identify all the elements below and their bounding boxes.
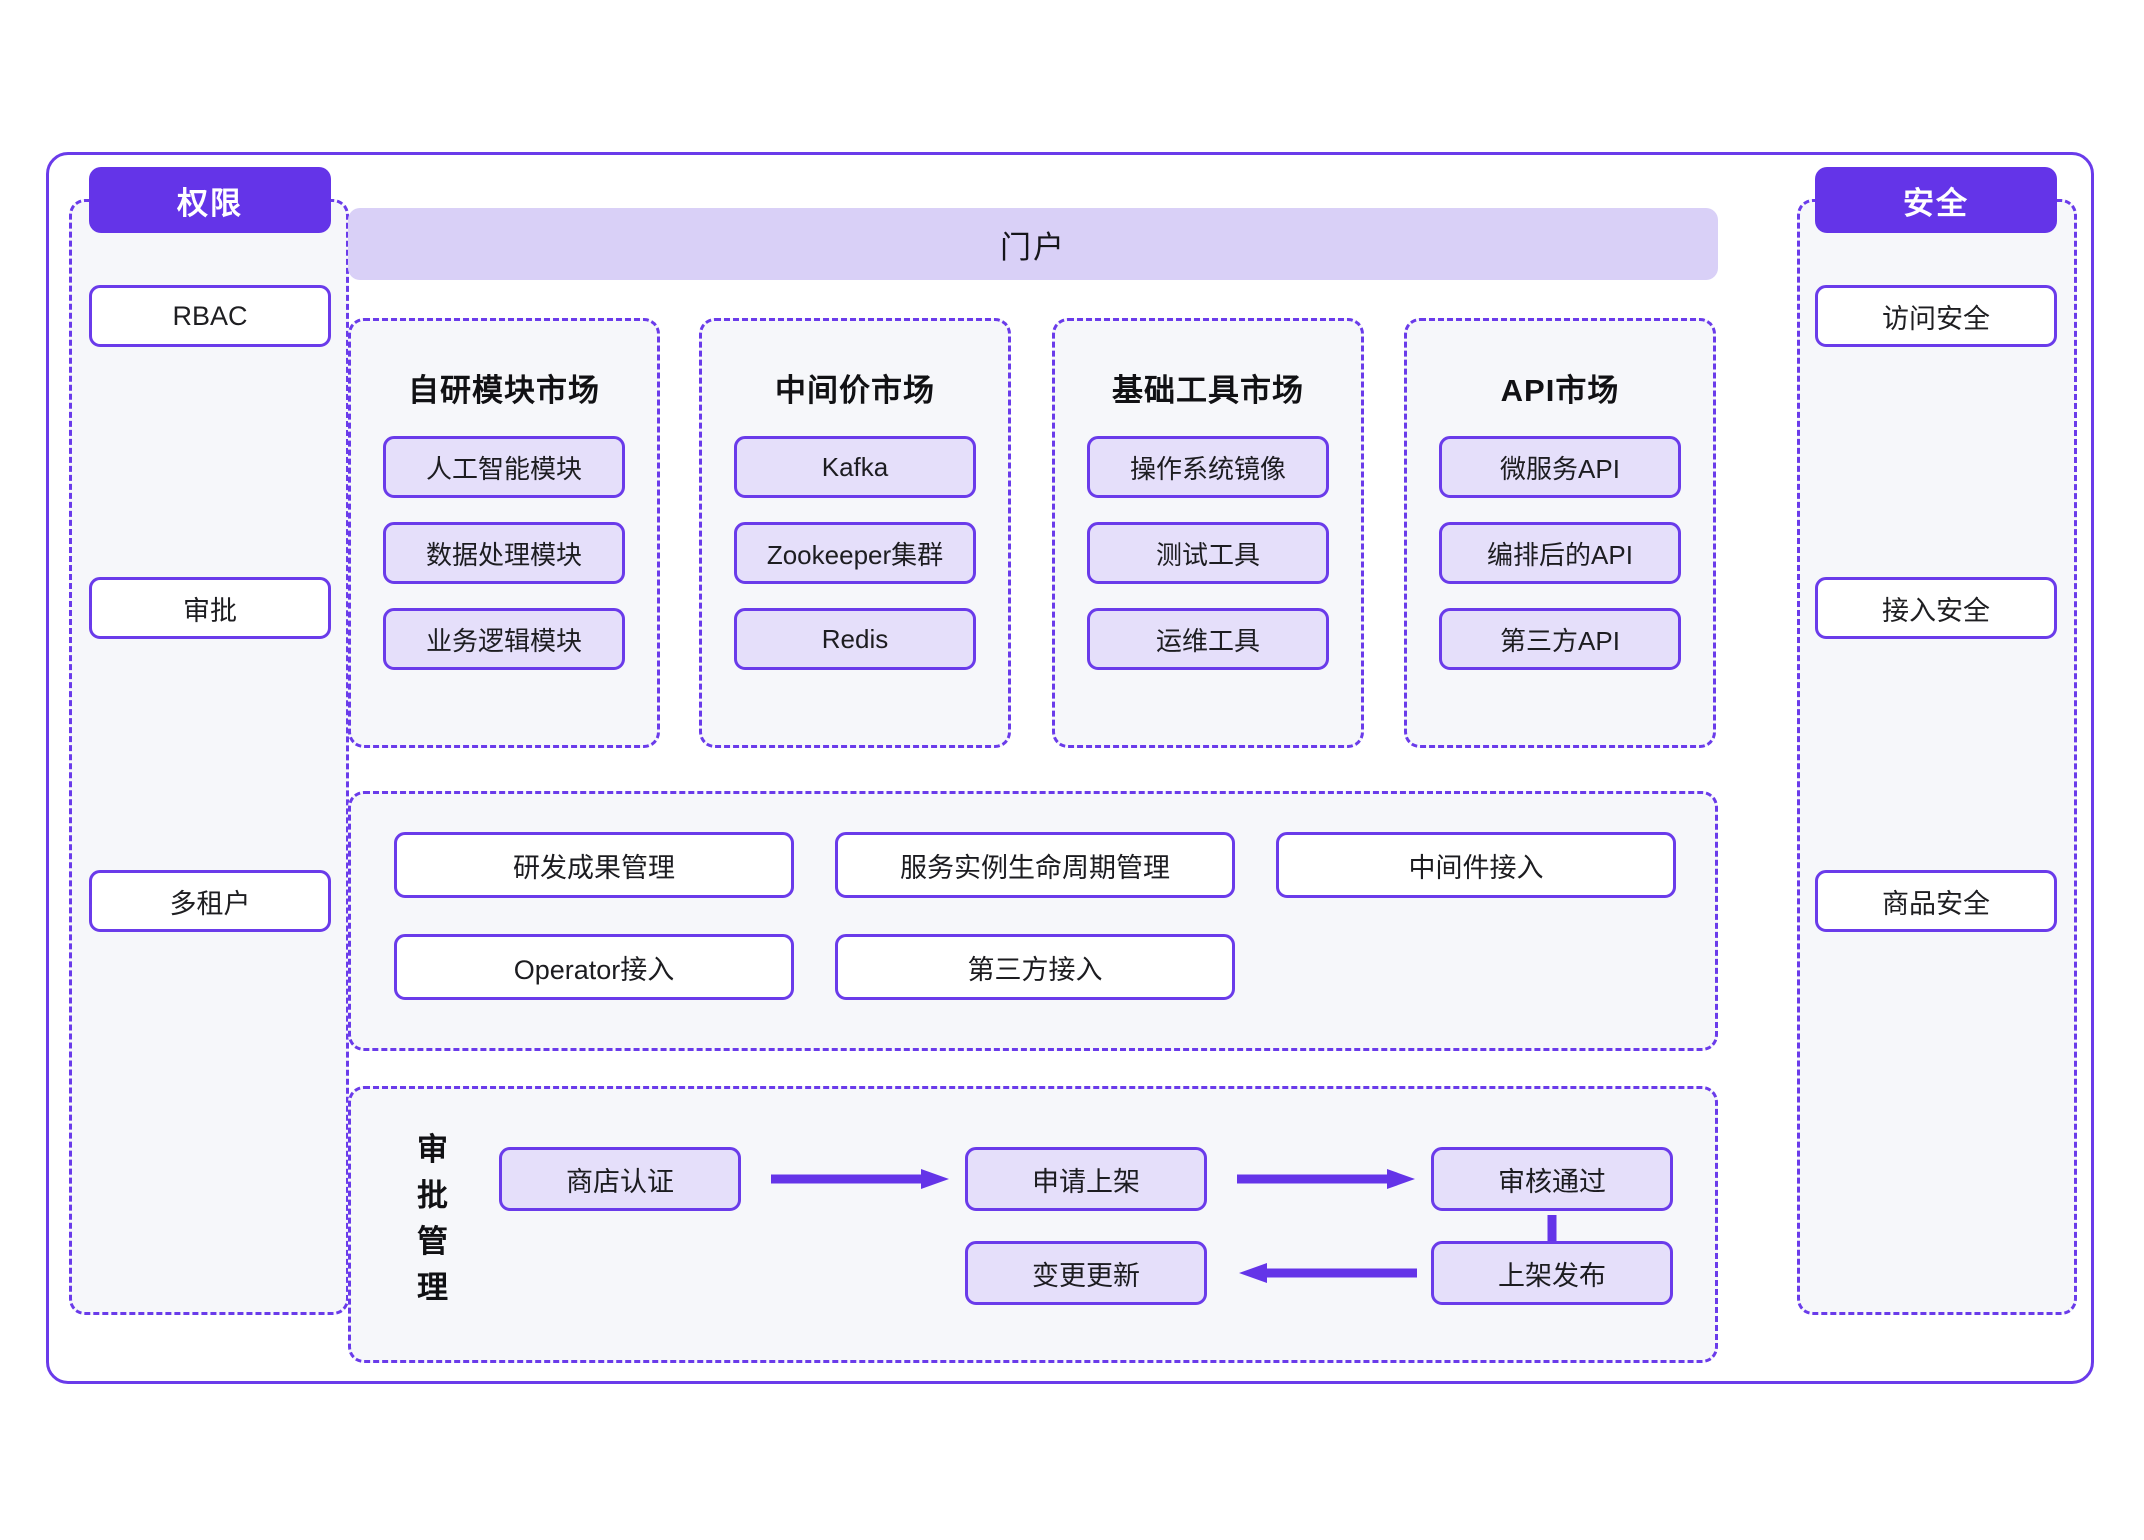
market-item[interactable]: 运维工具 [1087, 608, 1329, 670]
market-item-list: 微服务API 编排后的API 第三方API [1407, 436, 1713, 670]
market-item-list: 操作系统镜像 测试工具 运维工具 [1055, 436, 1361, 670]
market-item[interactable]: 操作系统镜像 [1087, 436, 1329, 498]
market-card-api: API市场 微服务API 编排后的API 第三方API [1404, 318, 1716, 748]
capability-service-lifecycle[interactable]: 服务实例生命周期管理 [835, 832, 1235, 898]
workflow-node-publish[interactable]: 上架发布 [1431, 1241, 1673, 1305]
workflow-section-label: 审批管理 [413, 1127, 453, 1311]
diagram-frame: 权限 RBAC 审批 多租户 安全 访问安全 接入安全 商品安全 门户 自研模块… [46, 152, 2094, 1384]
right-column-header-label: 安全 [1903, 185, 1969, 221]
left-column-header: 权限 [89, 167, 331, 233]
market-item-list: 人工智能模块 数据处理模块 业务逻辑模块 [351, 436, 657, 670]
sidebar-item-multi-tenant[interactable]: 多租户 [89, 870, 331, 932]
right-column-panel [1797, 199, 2077, 1315]
sidebar-item-rbac[interactable]: RBAC [89, 285, 331, 347]
sidebar-item-connection-security[interactable]: 接入安全 [1815, 577, 2057, 639]
market-item-label: 业务逻辑模块 [425, 625, 582, 656]
market-item[interactable]: 业务逻辑模块 [383, 608, 625, 670]
right-column-header: 安全 [1815, 167, 2057, 233]
market-item[interactable]: 人工智能模块 [383, 436, 625, 498]
market-item[interactable]: Kafka [734, 436, 976, 498]
capability-label: 服务实例生命周期管理 [900, 852, 1170, 883]
workflow-node-change-update[interactable]: 变更更新 [965, 1241, 1207, 1305]
market-title: 基础工具市场 [1112, 373, 1304, 408]
capability-label: Operator接入 [513, 954, 675, 985]
sidebar-item-access-security[interactable]: 访问安全 [1815, 285, 2057, 347]
market-card-self-developed: 自研模块市场 人工智能模块 数据处理模块 业务逻辑模块 [348, 318, 660, 748]
workflow-node-label: 商店认证 [566, 1166, 674, 1197]
workflow-node-label: 申请上架 [1032, 1166, 1140, 1197]
market-item[interactable]: Zookeeper集群 [734, 522, 976, 584]
left-column-panel [69, 199, 349, 1315]
market-item[interactable]: 第三方API [1439, 608, 1681, 670]
capability-middleware-access[interactable]: 中间件接入 [1276, 832, 1676, 898]
market-item[interactable]: 数据处理模块 [383, 522, 625, 584]
capability-label: 中间件接入 [1408, 852, 1544, 883]
market-item[interactable]: 微服务API [1439, 436, 1681, 498]
workflow-node-shop-cert[interactable]: 商店认证 [499, 1147, 741, 1211]
market-item-list: Kafka Zookeeper集群 Redis [702, 436, 1008, 670]
market-item-label: 第三方API [1500, 625, 1620, 656]
sidebar-item-label: 接入安全 [1882, 595, 1990, 626]
sidebar-item-label: 商品安全 [1882, 888, 1990, 919]
market-card-middleware: 中间价市场 Kafka Zookeeper集群 Redis [699, 318, 1011, 748]
sidebar-item-product-security[interactable]: 商品安全 [1815, 870, 2057, 932]
market-item-label: 数据处理模块 [425, 539, 582, 570]
market-item-label: 运维工具 [1155, 625, 1260, 656]
workflow-node-apply-listing[interactable]: 申请上架 [965, 1147, 1207, 1211]
portal-title: 门户 [1000, 229, 1066, 265]
capability-label: 研发成果管理 [513, 852, 675, 883]
workflow-node-label: 上架发布 [1498, 1260, 1606, 1291]
market-item-label: 微服务API [1500, 453, 1620, 484]
market-title: 自研模块市场 [408, 373, 600, 408]
market-item[interactable]: 编排后的API [1439, 522, 1681, 584]
capability-rd-results[interactable]: 研发成果管理 [394, 832, 794, 898]
market-item-label: 人工智能模块 [425, 453, 582, 484]
capability-panel: 研发成果管理 服务实例生命周期管理 中间件接入 Operator接入 第三方接入 [348, 791, 1718, 1051]
capability-operator-access[interactable]: Operator接入 [394, 934, 794, 1000]
market-item-label: Kafka [821, 451, 889, 482]
left-column-header-label: 权限 [177, 185, 243, 221]
sidebar-item-label: RBAC [172, 300, 248, 331]
market-title: API市场 [1500, 373, 1620, 408]
sidebar-item-label: 访问安全 [1882, 303, 1990, 334]
workflow-node-label: 变更更新 [1032, 1260, 1140, 1291]
sidebar-item-approval[interactable]: 审批 [89, 577, 331, 639]
market-item[interactable]: Redis [734, 608, 976, 670]
workflow-section-label-text: 审批管理 [417, 1132, 449, 1305]
market-item-label: 操作系统镜像 [1129, 453, 1286, 484]
market-card-basic-tools: 基础工具市场 操作系统镜像 测试工具 运维工具 [1052, 318, 1364, 748]
capability-label: 第三方接入 [967, 954, 1103, 985]
arrow-left-icon [1239, 1263, 1417, 1283]
workflow-node-label: 审核通过 [1498, 1166, 1606, 1197]
market-item[interactable]: 测试工具 [1087, 522, 1329, 584]
sidebar-item-label: 审批 [183, 595, 237, 626]
capability-third-party-access[interactable]: 第三方接入 [835, 934, 1235, 1000]
market-title: 中间价市场 [775, 373, 935, 408]
market-item-label: 编排后的API [1487, 539, 1633, 570]
sidebar-item-label: 多租户 [169, 888, 251, 919]
market-item-label: 测试工具 [1155, 539, 1260, 570]
workflow-node-review-passed[interactable]: 审核通过 [1431, 1147, 1673, 1211]
arrow-right-icon [1237, 1169, 1415, 1189]
workflow-panel: 审批管理 商店认证 申请上架 审核通过 上架 [348, 1086, 1718, 1363]
market-item-label: Zookeeper集群 [766, 539, 944, 570]
arrow-right-icon [771, 1169, 949, 1189]
portal-bar: 门户 [348, 208, 1718, 280]
market-item-label: Redis [821, 623, 889, 654]
